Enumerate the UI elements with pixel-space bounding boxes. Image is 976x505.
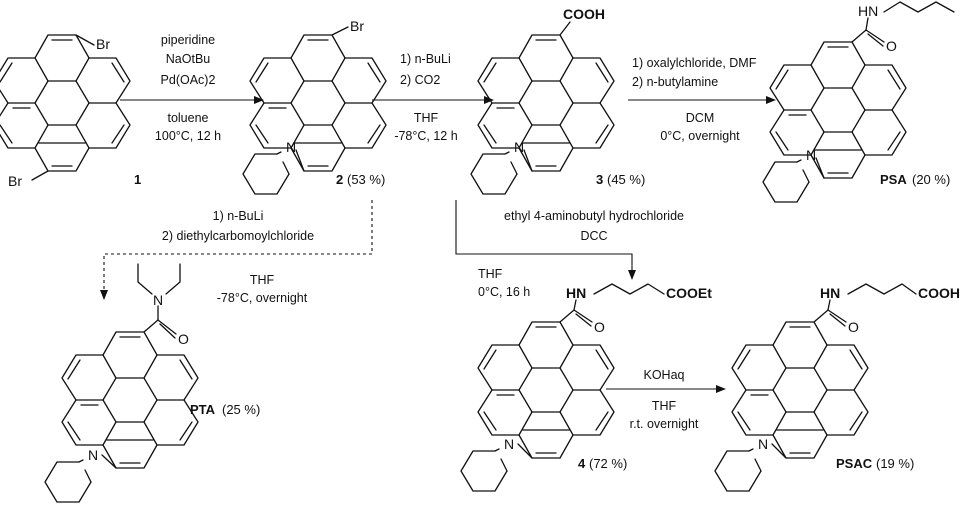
compound-pta: O N N PTA (25 %) xyxy=(44,263,260,503)
reagent: 2) diethylcarbomoylchloride xyxy=(162,229,314,243)
yield: (19 %) xyxy=(876,456,914,471)
reagent: ethyl 4-aminobutyl hydrochloride xyxy=(504,209,684,223)
reaction-arrow-step3: 1) oxalylchloride, DMF 2) n-butylamine D… xyxy=(628,56,776,143)
atom-n: N xyxy=(153,292,163,308)
reaction-arrow-step2: 1) n-BuLi 2) CO2 THF -78°C, 12 h xyxy=(372,52,494,143)
atom-cooh: COOH xyxy=(918,285,960,301)
atom-br: Br xyxy=(350,18,364,34)
atom-hn: HN xyxy=(858,3,878,19)
compound-psa: O HN N PSA (20 %) xyxy=(762,1,955,203)
compound-label: PSA xyxy=(880,172,907,187)
yield: (20 %) xyxy=(912,172,950,187)
solvent: THF xyxy=(478,267,503,281)
reagent: piperidine xyxy=(161,33,215,47)
reagent: 1) oxalylchloride, DMF xyxy=(632,56,757,70)
reagent: 1) n-BuLi xyxy=(213,209,264,223)
atom-o: O xyxy=(848,319,859,335)
solvent: THF xyxy=(414,111,439,125)
temperature-time: 0°C, 16 h xyxy=(478,285,530,299)
reaction-arrow-step5: ethyl 4-aminobutyl hydrochloride DCC THF… xyxy=(455,200,684,299)
temperature-time: 0°C, overnight xyxy=(660,129,740,143)
solvent: DCM xyxy=(686,111,714,125)
compound-label: 1 xyxy=(134,172,141,187)
atom-n: N xyxy=(806,147,816,163)
atom-br: Br xyxy=(96,36,110,52)
compound-label: PSAC xyxy=(836,456,873,471)
atom-n: N xyxy=(758,436,768,452)
reaction-arrow-step4: 1) n-BuLi 2) diethylcarbomoylchloride TH… xyxy=(100,200,373,305)
atom-n: N xyxy=(504,436,514,452)
compound-2: Br N 2 (53 %) xyxy=(242,18,387,195)
yield: (45 %) xyxy=(607,172,645,187)
compound-label: 4 xyxy=(578,456,586,471)
reagent: 2) CO2 xyxy=(400,73,440,87)
reagent: 2) n-butylamine xyxy=(632,75,718,89)
temperature-time: r.t. overnight xyxy=(630,417,699,431)
temperature-time: -78°C, 12 h xyxy=(394,129,457,143)
temperature-time: -78°C, overnight xyxy=(217,291,308,305)
compound-label: 3 xyxy=(596,172,603,187)
compound-4: O HN COOEt N 4 (72 %) xyxy=(460,283,712,492)
atom-cooh: COOH xyxy=(563,6,605,22)
atom-hn: HN xyxy=(566,285,586,301)
atom-n: N xyxy=(514,139,524,155)
reaction-arrow-step1: piperidine NaOtBu Pd(OAc)2 toluene 100°C… xyxy=(120,33,264,143)
temperature-time: 100°C, 12 h xyxy=(155,129,221,143)
reagent: Pd(OAc)2 xyxy=(161,73,216,87)
reagent: DCC xyxy=(580,229,607,243)
compound-psac: O HN COOH N PSAC (19 %) xyxy=(714,283,960,492)
atom-cooet: COOEt xyxy=(666,285,712,301)
solvent: toluene xyxy=(167,111,208,125)
atom-n: N xyxy=(286,139,296,155)
compound-label: 2 xyxy=(336,172,343,187)
atom-o: O xyxy=(594,319,605,335)
compound-label: PTA xyxy=(190,402,216,417)
yield: (53 %) xyxy=(347,172,385,187)
compound-3: COOH N 3 (45 %) xyxy=(470,6,645,195)
solvent: THF xyxy=(652,399,677,413)
atom-o: O xyxy=(886,38,897,54)
yield: (72 %) xyxy=(589,456,627,471)
yield: (25 %) xyxy=(222,402,260,417)
atom-n: N xyxy=(88,447,98,463)
reagent: 1) n-BuLi xyxy=(400,52,451,66)
atom-o: O xyxy=(178,331,189,347)
atom-br: Br xyxy=(8,173,22,189)
solvent: THF xyxy=(250,273,275,287)
reagent: NaOtBu xyxy=(166,52,211,66)
reagent: KOHaq xyxy=(644,368,685,382)
compound-1: Br Br 1 xyxy=(0,34,141,189)
atom-hn: HN xyxy=(820,285,840,301)
reaction-arrow-step6: KOHaq THF r.t. overnight xyxy=(606,368,726,431)
